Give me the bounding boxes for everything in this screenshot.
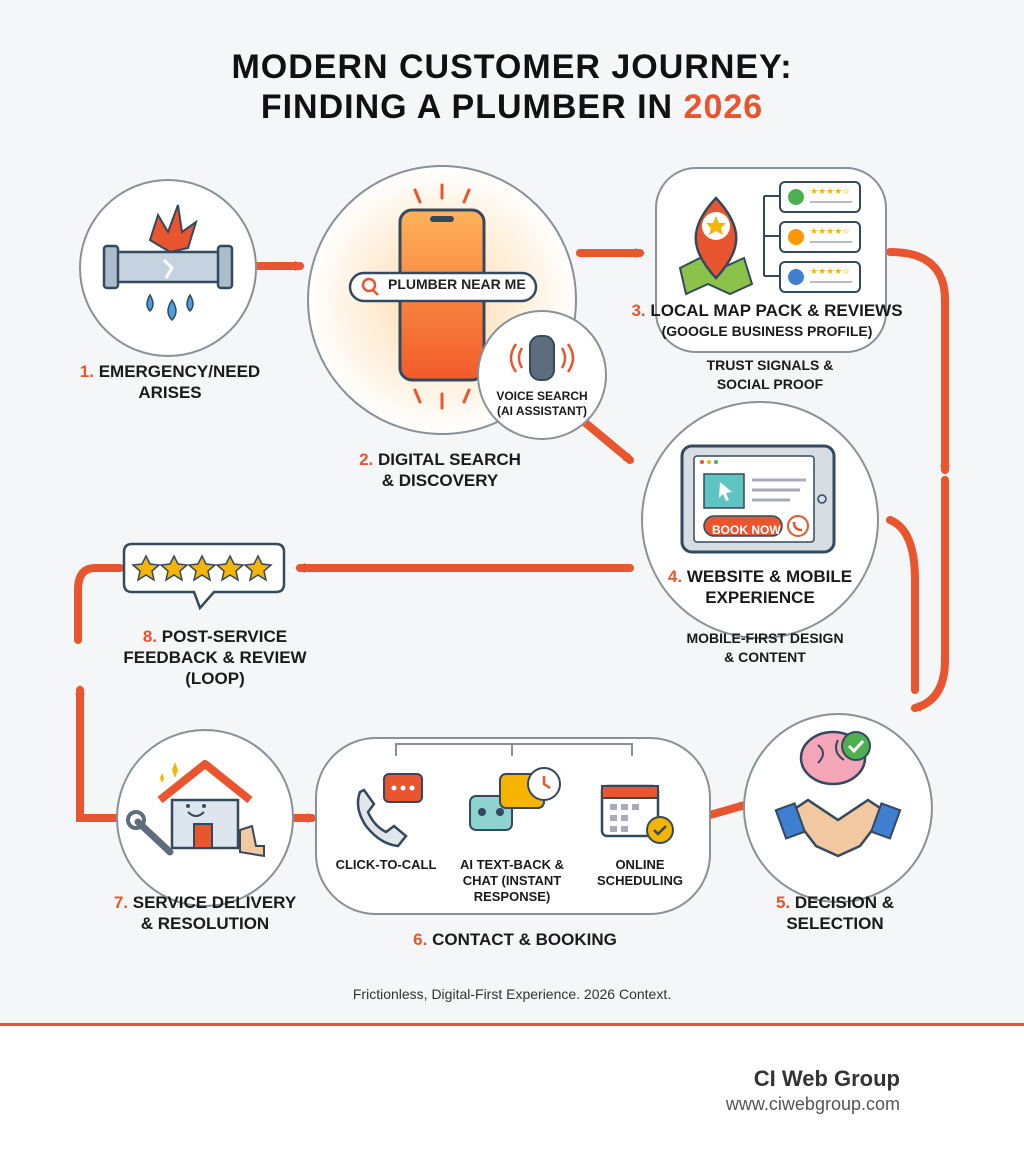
page-title-line1: MODERN CUSTOMER JOURNEY:	[231, 48, 793, 86]
step2-search-icon	[307, 165, 607, 440]
step5-label: 5. DECISION & SELECTION	[775, 893, 895, 933]
step4-label: 4. WEBSITE & MOBILE EXPERIENCE	[667, 567, 853, 607]
mobile-first-label: MOBILE-FIRST DESIGN& CONTENT	[686, 630, 844, 665]
step7-service-icon	[116, 729, 294, 907]
title-year: 2026	[683, 88, 764, 126]
footer-note: Frictionless, Digital-First Experience. …	[352, 986, 672, 1002]
step7-label: 7. SERVICE DELIVERY & RESOLUTION	[113, 893, 297, 933]
trust-signals-label: TRUST SIGNALS &SOCIAL PROOF	[706, 357, 834, 392]
step3-label: 3. LOCAL MAP PACK & REVIEWS (GOOGLE BUSI…	[631, 301, 903, 339]
brand-name: CI Web Group	[753, 1066, 900, 1091]
step5-decision-icon	[743, 713, 933, 903]
step8-label: 8. POST-SERVICE FEEDBACK & REVIEW (LOOP)	[123, 627, 307, 688]
click-to-call-label: CLICK-TO-CALL	[335, 857, 437, 872]
svg-text:★★★★☆: ★★★★☆	[810, 266, 850, 276]
svg-text:★★★★☆: ★★★★☆	[810, 226, 850, 236]
arrow-3-to-5	[886, 248, 950, 475]
step6-contact-icons	[315, 737, 711, 915]
online-scheduling-label: ONLINE SCHEDULING	[597, 857, 683, 888]
arrow-7-to-8	[75, 685, 134, 822]
footer-bar	[0, 1023, 1024, 1157]
rating-stars	[131, 554, 273, 582]
brand-block: CI Web Group www.ciwebgroup.com	[726, 1066, 900, 1115]
arrow-4-to-5	[886, 516, 919, 694]
arrow-6-to-5	[706, 801, 750, 819]
page-title-line2: FINDING A PLUMBER IN 2026	[260, 88, 764, 126]
search-query-text: PLUMBER NEAR ME	[388, 276, 526, 292]
brand-url[interactable]: www.ciwebgroup.com	[725, 1094, 900, 1114]
ai-chat-label: AI TEXT-BACK & CHAT (INSTANT RESPONSE)	[460, 857, 564, 904]
step4-website-icon	[641, 401, 879, 639]
arrow-8-loop	[74, 564, 124, 644]
step1-emergency-icon	[79, 179, 257, 357]
book-now-button: BOOK NOW	[712, 523, 781, 537]
step3-map-reviews-icon: ★★★★☆ ★★★★☆ ★★★★☆	[655, 167, 887, 353]
step2-label: 2. DIGITAL SEARCH & DISCOVERY	[359, 450, 521, 490]
voice-search-label: VOICE SEARCH(AI ASSISTANT)	[496, 389, 588, 418]
svg-text:★★★★☆: ★★★★☆	[810, 186, 850, 196]
step6-label: 6. CONTACT & BOOKING	[413, 930, 617, 949]
step8-rating-bubble	[122, 542, 286, 611]
step1-label: 1. EMERGENCY/NEED ARISES	[79, 362, 261, 402]
arrow-3-down	[910, 476, 949, 712]
